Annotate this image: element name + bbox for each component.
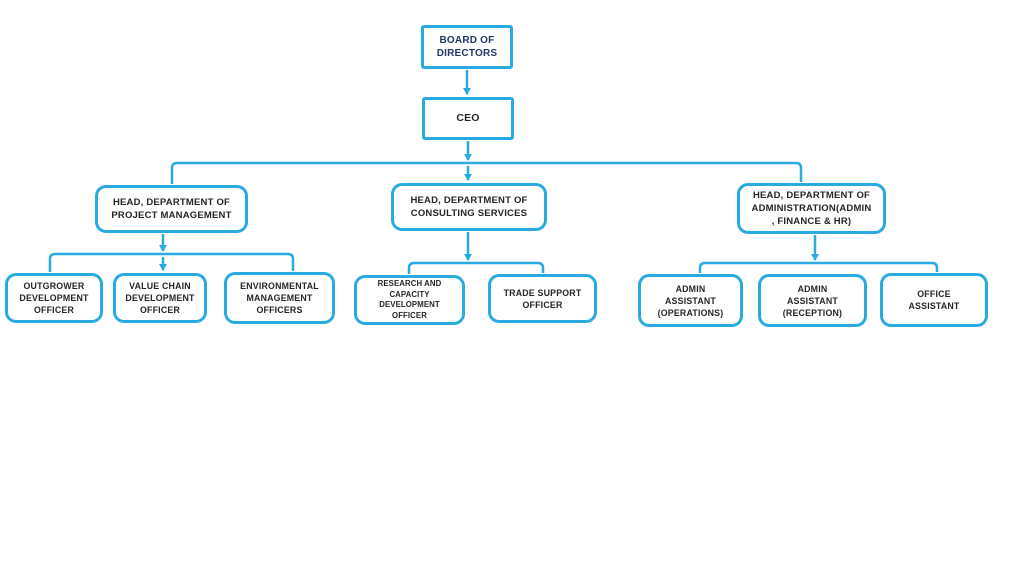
node-board-of-directors: BOARD OF DIRECTORS xyxy=(421,25,513,69)
node-head-consulting-services: HEAD, DEPARTMENT OF CONSULTING SERVICES xyxy=(391,183,547,231)
node-office-assistant: OFFICE ASSISTANT xyxy=(880,273,988,327)
rail-right xyxy=(698,261,939,273)
node-admin-assistant-operations: ADMIN ASSISTANT (OPERATIONS) xyxy=(638,274,743,327)
node-value-chain-development-officer: VALUE CHAIN DEVELOPMENT OFFICER xyxy=(113,273,207,323)
node-trade-support-officer: TRADE SUPPORT OFFICER xyxy=(488,274,597,323)
rail-top xyxy=(170,161,803,184)
rail-middle xyxy=(407,261,545,274)
node-admin-assistant-reception: ADMIN ASSISTANT (RECEPTION) xyxy=(758,274,867,327)
node-research-capacity-development-officer: RESEARCH AND CAPACITY DEVELOPMENT OFFICE… xyxy=(354,275,465,325)
rail-left xyxy=(48,252,295,272)
node-outgrower-development-officer: OUTGROWER DEVELOPMENT OFFICER xyxy=(5,273,103,323)
node-head-administration: HEAD, DEPARTMENT OF ADMINISTRATION(ADMIN… xyxy=(737,183,886,234)
node-environmental-management-officers: ENVIRONMENTAL MANAGEMENT OFFICERS xyxy=(224,272,335,324)
node-ceo: CEO xyxy=(422,97,514,140)
node-head-project-management: HEAD, DEPARTMENT OF PROJECT MANAGEMENT xyxy=(95,185,248,233)
